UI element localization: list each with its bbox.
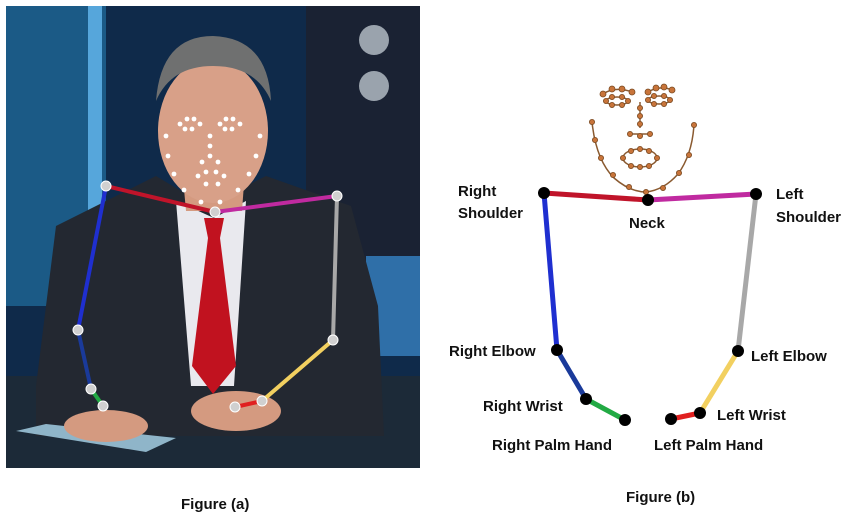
joint-left-shoulder <box>750 188 762 200</box>
jaw-line <box>592 122 694 192</box>
label-right-wrist: Right Wrist <box>483 398 563 415</box>
joint-left-elbow <box>732 345 744 357</box>
right-eyebrow-line <box>603 89 632 94</box>
joint-right-shoulder <box>538 187 550 199</box>
wall-clock-2 <box>359 71 389 101</box>
photo-right-elbow-joint <box>73 325 83 335</box>
figure-b-caption: Figure (b) <box>626 489 695 506</box>
segment-left-shoulder <box>648 194 756 200</box>
joint-right-elbow <box>551 344 563 356</box>
label-right-shoulder-line2: Shoulder <box>458 205 523 222</box>
label-left-elbow: Left Elbow <box>751 348 827 365</box>
segment-right-upper-arm <box>544 193 557 350</box>
photo-left-elbow-joint <box>328 335 338 345</box>
right-hand-skin <box>64 410 148 442</box>
joint-right-palm <box>619 414 631 426</box>
segment-right-hand <box>586 399 625 420</box>
joint-neck <box>642 194 654 206</box>
photo-right-palm-joint <box>98 401 108 411</box>
segment-right-forearm <box>557 350 586 399</box>
label-right-elbow: Right Elbow <box>449 343 536 360</box>
segment-left-upper-arm <box>738 194 756 351</box>
label-left-wrist: Left Wrist <box>717 407 786 424</box>
left-eyebrow-line <box>648 88 672 92</box>
photo-neck-joint <box>210 207 220 217</box>
figure-a-photo <box>6 6 420 468</box>
face-keypoints <box>589 84 696 195</box>
label-left-palm-hand: Left Palm Hand <box>654 437 763 454</box>
joint-right-wrist <box>580 393 592 405</box>
face <box>158 59 268 203</box>
figure-b-skeleton: Right Shoulder Left Shoulder Neck Right … <box>420 60 845 460</box>
photo-right-shoulder-joint <box>101 181 111 191</box>
label-right-shoulder-line1: Right <box>458 183 496 200</box>
label-neck: Neck <box>629 215 666 232</box>
label-left-shoulder-line2: Shoulder <box>776 209 841 226</box>
wall-clock-1 <box>359 25 389 55</box>
photo-left-shoulder-joint <box>332 191 342 201</box>
figure-a-caption: Figure (a) <box>181 496 249 513</box>
photo-left-palm-joint <box>230 402 240 412</box>
photo-right-wrist-joint <box>86 384 96 394</box>
joint-left-palm <box>665 413 677 425</box>
segment-right-shoulder <box>544 193 648 200</box>
label-right-palm-hand: Right Palm Hand <box>492 437 612 454</box>
label-left-shoulder-line1: Left <box>776 186 804 203</box>
segment-left-forearm <box>700 351 738 413</box>
joint-left-wrist <box>694 407 706 419</box>
photo-left-wrist-joint <box>257 396 267 406</box>
